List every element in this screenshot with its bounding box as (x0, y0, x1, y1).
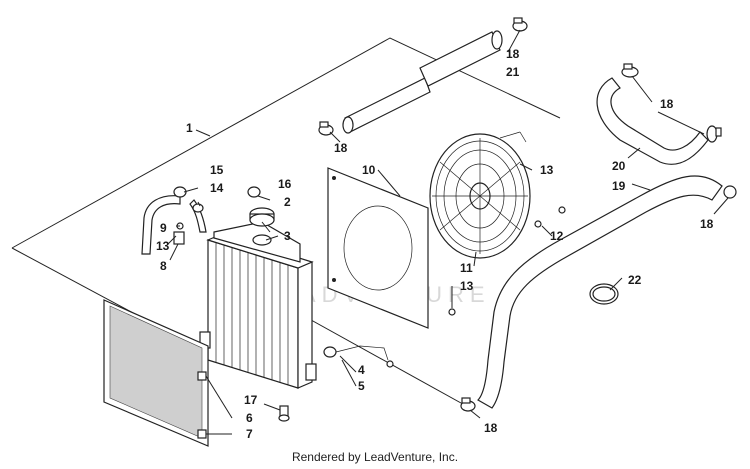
fan-shroud[interactable] (327, 167, 429, 329)
label-8: 8 (160, 259, 167, 273)
label-21: 21 (506, 65, 520, 79)
radiator-cap[interactable] (249, 207, 275, 227)
label-20: 20 (612, 159, 626, 173)
clamp-ring[interactable] (589, 283, 619, 305)
label-15: 15 (210, 163, 224, 177)
label-10: 10 (362, 163, 376, 177)
label-3: 3 (284, 229, 291, 243)
label-13-bracket: 13 (156, 239, 170, 253)
label-1: 1 (186, 121, 193, 135)
leader-lines (167, 29, 729, 435)
label-17: 17 (244, 393, 258, 407)
cooling-fan[interactable] (429, 131, 531, 259)
label-18-far-right: 18 (700, 217, 714, 231)
fittings (173, 186, 204, 245)
radiator-screen[interactable] (103, 299, 209, 447)
hose-clamp-top (318, 17, 528, 136)
curved-hose-upper[interactable] (596, 77, 709, 165)
label-13-fan: 13 (540, 163, 554, 177)
label-9: 9 (160, 221, 167, 235)
hose-clamp-lower (460, 185, 737, 412)
label-18-top: 18 (506, 47, 520, 61)
render-credit: Rendered by LeadVenture, Inc. (291, 450, 459, 464)
label-12: 12 (550, 229, 564, 243)
label-4: 4 (358, 363, 365, 377)
filler-neck (252, 234, 272, 246)
label-18-left: 18 (334, 141, 348, 155)
temp-sensor[interactable] (323, 345, 394, 368)
radiator-fins (215, 243, 289, 385)
label-18-bottom: 18 (484, 421, 498, 435)
plug-16 (247, 186, 261, 198)
lower-hose[interactable] (477, 175, 723, 409)
label-16: 16 (278, 177, 292, 191)
label-6: 6 (246, 411, 253, 425)
hose-clamp-right (621, 63, 722, 143)
fan-screws (448, 206, 566, 316)
callout-labels: 1 2 3 4 5 6 7 8 9 10 11 12 13 13 13 14 1… (156, 47, 714, 441)
label-11: 11 (460, 261, 473, 275)
label-18-right: 18 (660, 97, 674, 111)
radiator[interactable] (199, 221, 317, 389)
label-5: 5 (358, 379, 365, 393)
label-22: 22 (628, 273, 642, 287)
label-14: 14 (210, 181, 224, 195)
label-19: 19 (612, 179, 626, 193)
label-2: 2 (284, 195, 291, 209)
label-7: 7 (246, 427, 253, 441)
upper-hose[interactable] (342, 30, 503, 134)
drain-plug (278, 405, 290, 422)
label-13-shroud: 13 (460, 279, 474, 293)
